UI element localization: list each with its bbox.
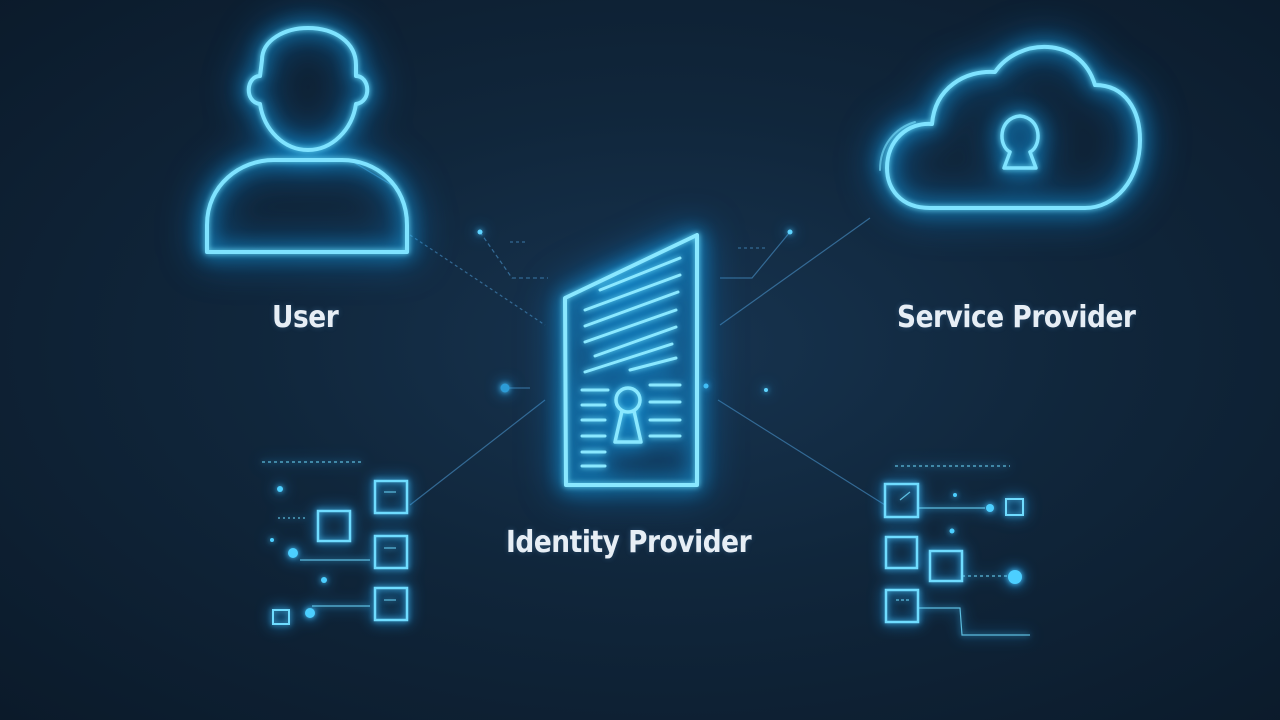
network-squares-icon	[262, 461, 409, 625]
decor-dot	[500, 383, 510, 393]
lock-keyhole	[613, 386, 643, 444]
identity-provider-label: Identity Provider	[506, 525, 752, 560]
decor-dots	[477, 229, 793, 393]
decor-dot	[787, 229, 793, 235]
decor-dot	[764, 388, 768, 392]
connector-right-cluster-idp	[717, 399, 886, 506]
cloud-outline	[885, 44, 1142, 210]
user-label: User	[272, 300, 339, 335]
cluster-square	[1005, 498, 1024, 516]
connector-left-cluster-idp	[409, 399, 546, 506]
user-icon-body	[205, 158, 409, 254]
cluster-dots	[270, 486, 327, 618]
user-icon	[205, 26, 409, 254]
service-provider-label: Service Provider	[897, 300, 1136, 335]
cluster-square	[884, 535, 919, 570]
cloud-accent-arc	[879, 121, 916, 171]
cluster-square	[373, 534, 409, 570]
cluster-square	[316, 509, 352, 543]
circuit-trace	[720, 231, 791, 279]
circuit-trace	[479, 231, 548, 279]
decor-dot	[703, 383, 709, 389]
connector-lines	[349, 159, 886, 506]
cluster-dots	[949, 493, 1022, 584]
document-outline	[563, 233, 699, 487]
keyhole	[1000, 114, 1040, 170]
network-squares-icon	[883, 465, 1030, 636]
cluster-square	[883, 482, 920, 519]
document-lines	[580, 256, 682, 468]
cluster-traces	[895, 465, 1030, 636]
decor-dot	[477, 229, 483, 235]
user-icon-head	[246, 26, 370, 152]
cluster-square	[373, 479, 409, 515]
cluster-square	[884, 588, 920, 624]
document-lock-icon	[563, 233, 699, 487]
connector-user-idp	[409, 234, 546, 326]
cluster-square	[373, 586, 409, 622]
connector-sp-idp	[719, 217, 871, 326]
cloud-lock-icon	[879, 44, 1142, 210]
cluster-traces	[262, 461, 396, 607]
cluster-square	[928, 549, 964, 583]
cluster-square	[272, 609, 290, 625]
